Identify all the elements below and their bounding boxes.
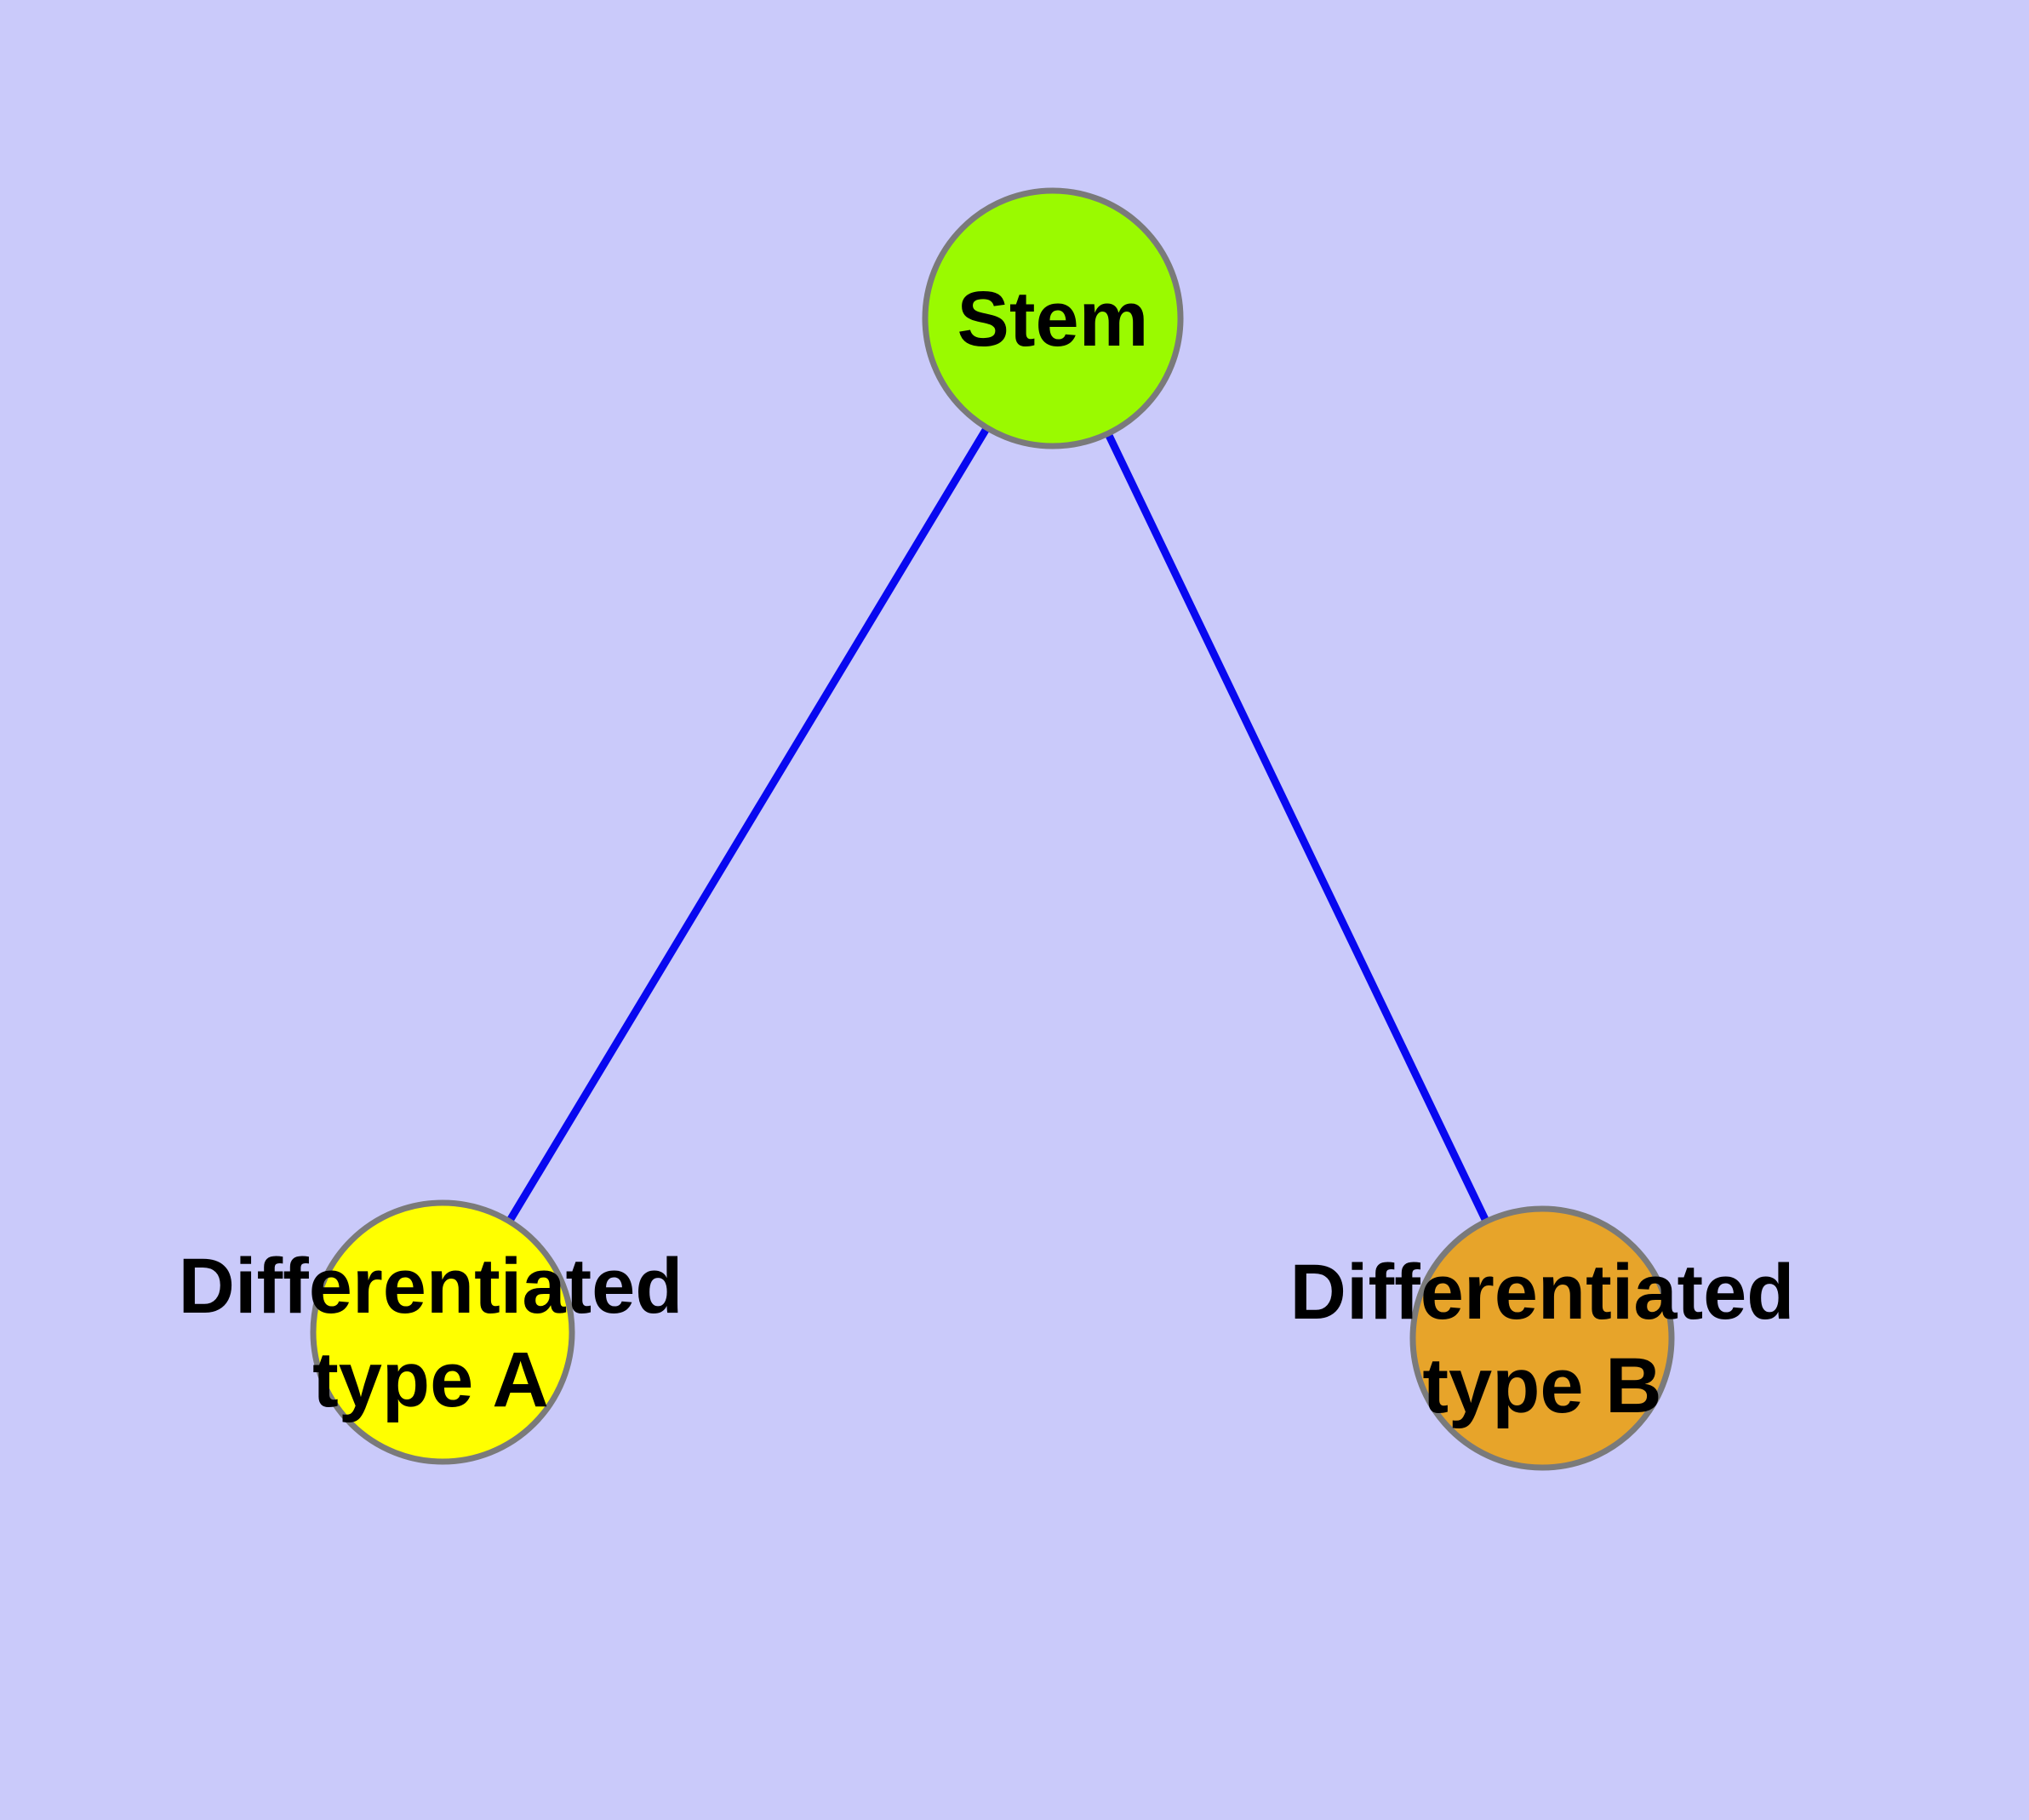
node-diff-b-circle [1409,1205,1675,1471]
edge-stem-diff-a [439,316,1056,1335]
node-diff-a-circle [310,1199,575,1465]
node-stem-label: Stem [957,276,1149,363]
node-stem-circle [922,187,1184,449]
nodes-layer [310,187,1675,1471]
edge-stem-diff-b [1049,317,1546,1340]
edges-layer [439,316,1546,1340]
